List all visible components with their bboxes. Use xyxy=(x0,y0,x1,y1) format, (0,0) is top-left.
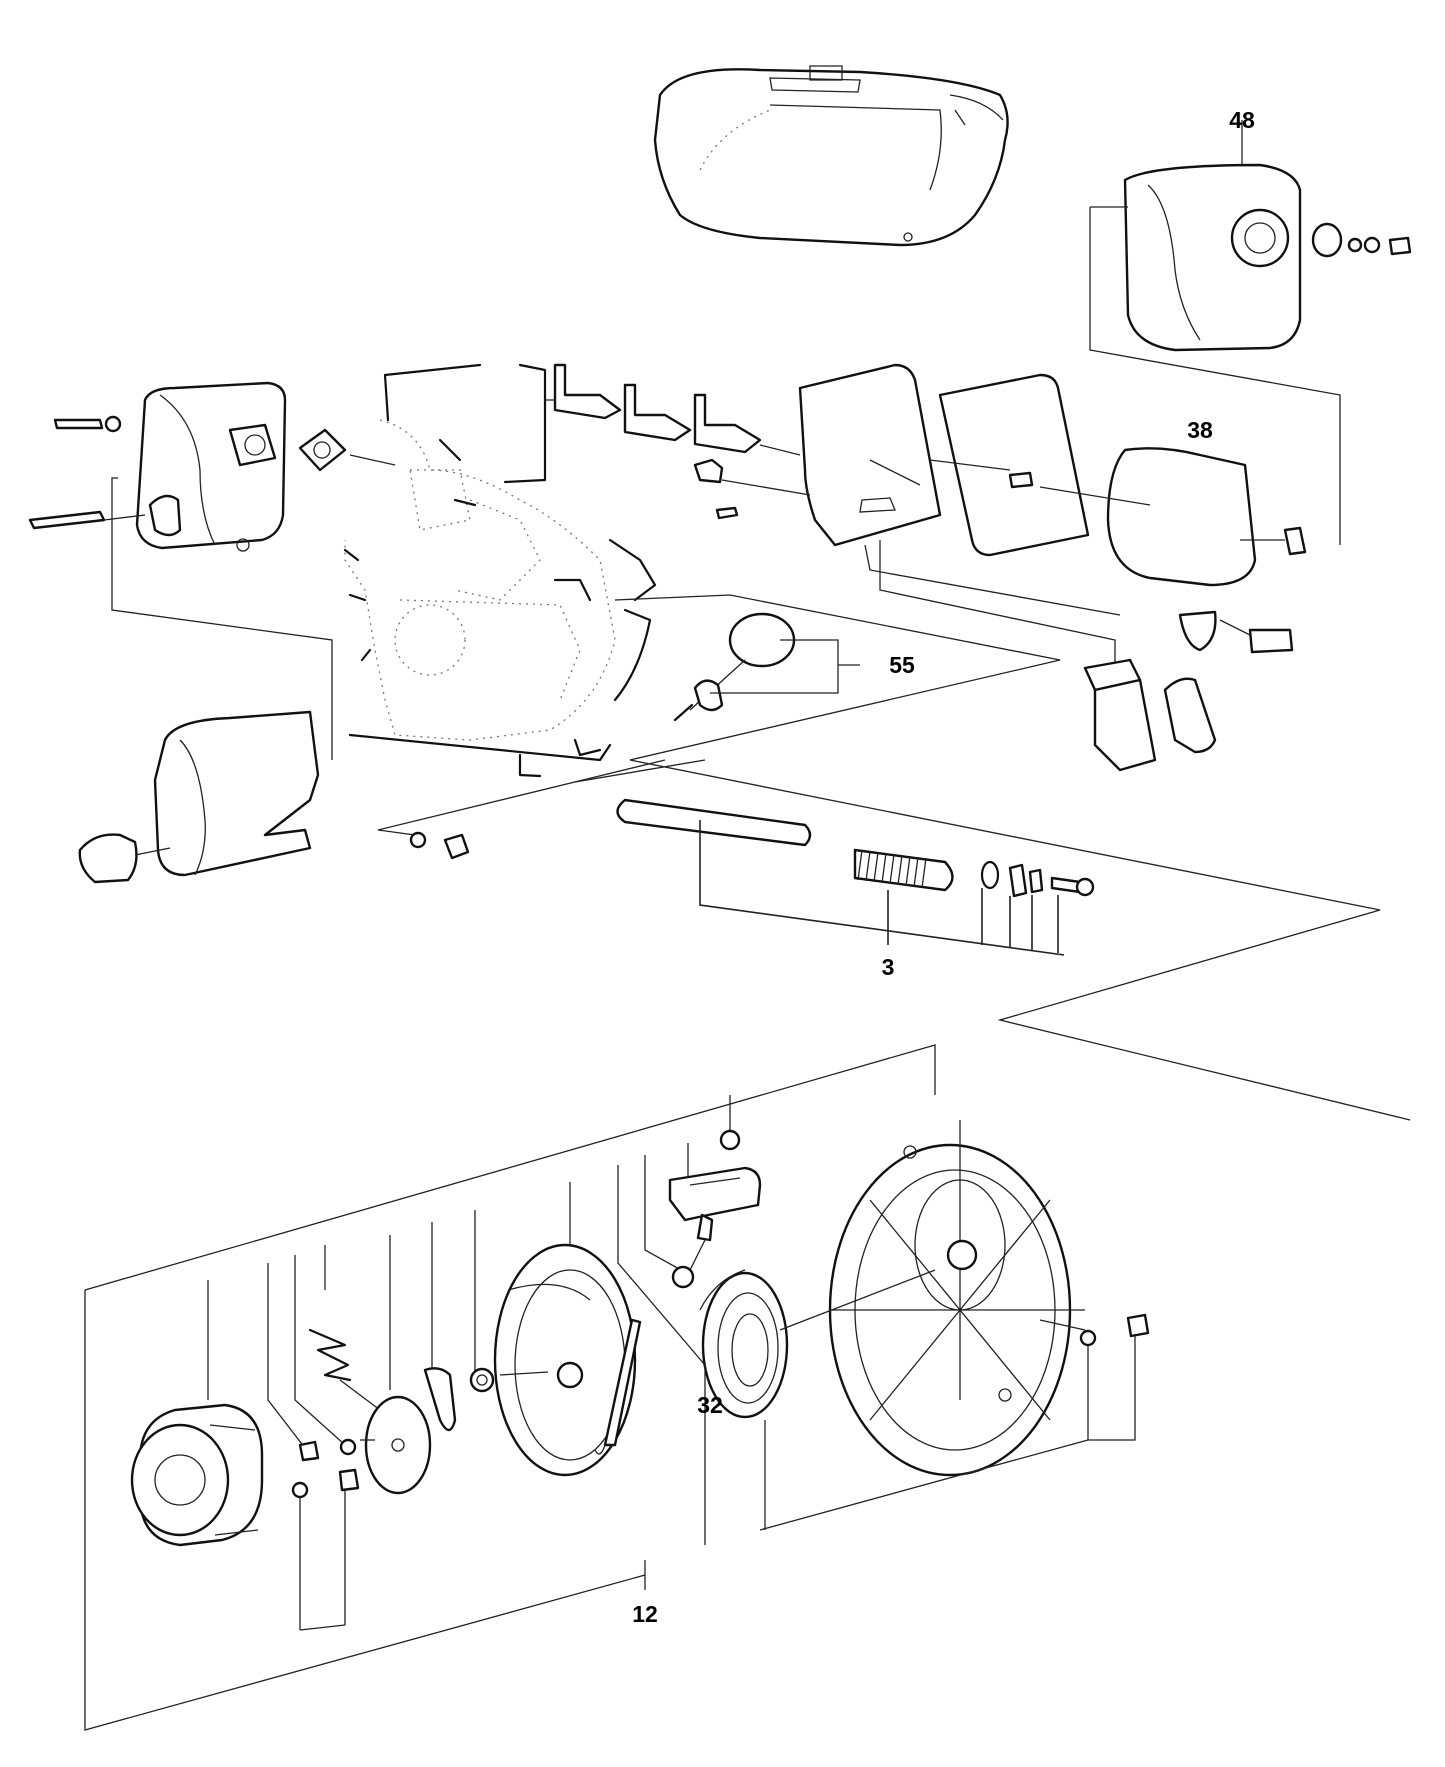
oil-dipstick xyxy=(673,612,860,722)
callout-32: 32 xyxy=(697,1392,723,1418)
callout-3: 3 xyxy=(882,954,895,980)
mounting-brackets xyxy=(545,363,801,456)
callout-12: 12 xyxy=(632,1601,658,1627)
engine-shroud xyxy=(78,710,320,884)
callout-38: 38 xyxy=(1187,417,1213,443)
air-filter-housing xyxy=(1089,120,1412,545)
drain-plug xyxy=(377,759,666,860)
muffler-assembly xyxy=(28,381,396,760)
starter-assembly xyxy=(84,1044,1150,1731)
callout-48: 48 xyxy=(1229,107,1255,133)
air-filter-parts xyxy=(693,363,1307,772)
shaft-assembly xyxy=(574,759,1095,956)
fuel-tank xyxy=(653,65,1009,247)
engine-block xyxy=(343,363,1411,1121)
callout-55: 55 xyxy=(889,652,915,678)
